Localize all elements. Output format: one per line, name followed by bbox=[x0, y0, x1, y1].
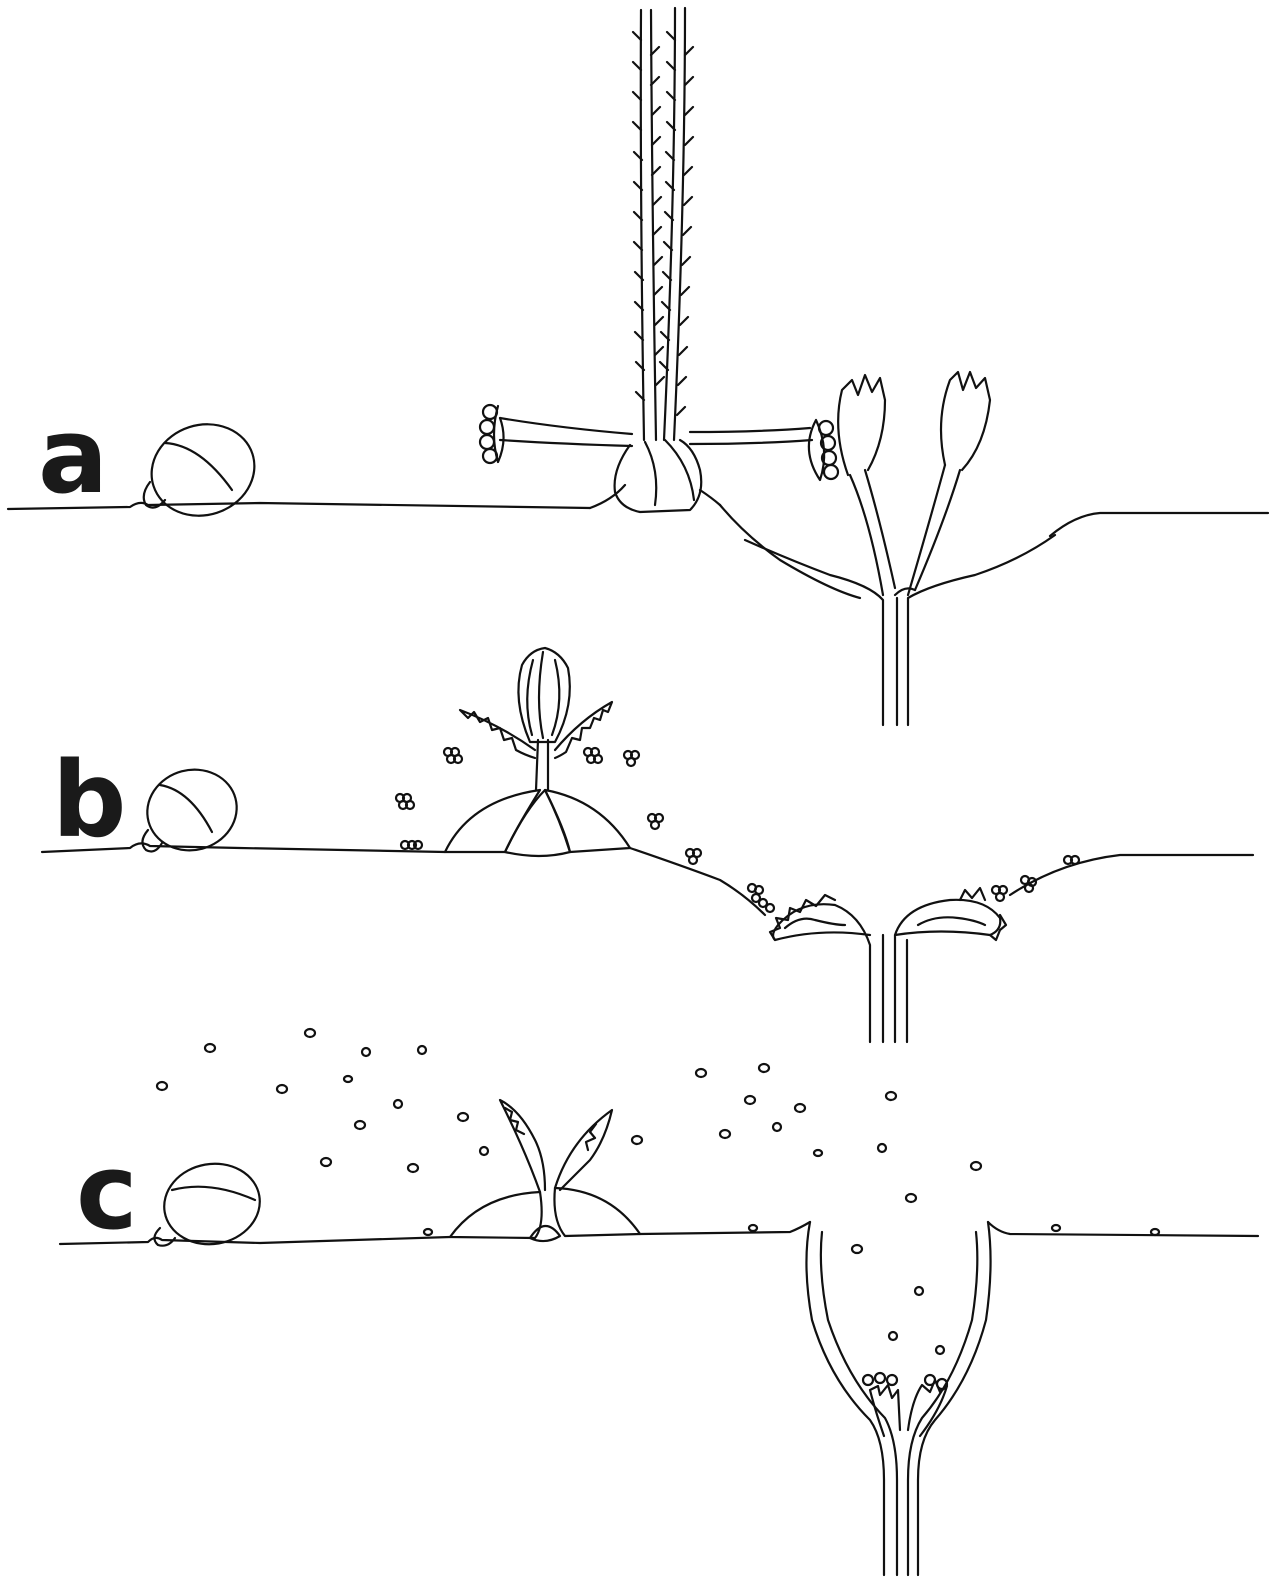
ground-line-b bbox=[42, 843, 1253, 915]
flower-b bbox=[445, 648, 630, 856]
panel-label-b: b bbox=[52, 739, 126, 861]
ground-line-c bbox=[60, 1222, 1258, 1244]
panel-b: b bbox=[42, 648, 1253, 1042]
seed-a bbox=[140, 411, 267, 529]
panel-label-a: a bbox=[38, 395, 108, 517]
panel-c: c bbox=[60, 1029, 1258, 1575]
seed-c bbox=[154, 1156, 266, 1251]
scattered-seeds-c bbox=[157, 1029, 1159, 1354]
ground-line-a bbox=[8, 503, 1268, 598]
feathery-stigmas bbox=[633, 8, 693, 440]
panel-label-c: c bbox=[76, 1131, 138, 1253]
seedling-b bbox=[770, 888, 1006, 1042]
dehiscing-fruit-c bbox=[450, 1100, 640, 1241]
flower-base-a bbox=[590, 440, 720, 512]
pollen-clusters-b bbox=[396, 748, 1079, 912]
panel-a: a bbox=[8, 8, 1268, 725]
furrow-c bbox=[806, 1222, 990, 1575]
stamens-a bbox=[480, 405, 838, 480]
seedling-a bbox=[745, 372, 1055, 725]
